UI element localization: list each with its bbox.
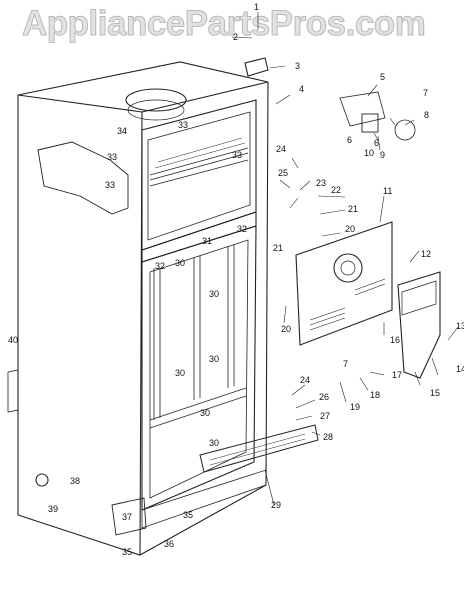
callout-30: 30 [175, 258, 185, 268]
callout-30: 30 [209, 289, 219, 299]
callout-32: 32 [155, 261, 165, 271]
callout-12: 12 [421, 249, 431, 259]
callout-30: 30 [209, 354, 219, 364]
callout-14: 14 [456, 364, 464, 374]
callout-4: 4 [299, 84, 304, 94]
shelf-track-left [153, 268, 161, 420]
shelf-track-center [193, 256, 201, 400]
callout-26: 26 [319, 392, 329, 402]
cabinet-top [17, 61, 269, 113]
callout-30: 30 [200, 408, 210, 418]
callout-16: 16 [390, 335, 400, 345]
fan-motor-bracket [339, 91, 386, 127]
shelf-track-right [227, 244, 235, 388]
callout-32: 32 [237, 224, 247, 234]
callout-29: 29 [271, 500, 281, 510]
callout-21: 21 [273, 243, 283, 253]
freezer-shelf [149, 147, 249, 187]
callout-21: 21 [348, 204, 358, 214]
callout-28: 28 [323, 432, 333, 442]
callout-31: 31 [202, 236, 212, 246]
callout-22: 22 [331, 185, 341, 195]
callout-35: 35 [122, 547, 132, 557]
callout-18: 18 [370, 390, 380, 400]
callout-6: 6 [347, 135, 352, 145]
callout-35: 35 [183, 510, 193, 520]
callout-25: 25 [278, 168, 288, 178]
callout-8: 8 [424, 110, 429, 120]
callout-7: 7 [343, 359, 348, 369]
rear-access-panel [7, 369, 19, 413]
callout-1: 1 [254, 2, 259, 12]
callout-7: 7 [423, 88, 428, 98]
callout-20: 20 [345, 224, 355, 234]
callout-9: 9 [380, 150, 385, 160]
toe-grille [199, 424, 319, 473]
callout-30: 30 [175, 368, 185, 378]
fan-motor [361, 113, 379, 133]
fresh-food-opening [141, 225, 257, 511]
callout-5: 5 [380, 72, 385, 82]
top-insulation [125, 88, 187, 112]
control-housing [397, 271, 441, 379]
fan-opening [333, 253, 363, 283]
callout-37: 37 [122, 512, 132, 522]
callout-36: 36 [164, 539, 174, 549]
callout-30: 30 [209, 438, 219, 448]
callout-13: 13 [456, 321, 464, 331]
callout-19: 19 [350, 402, 360, 412]
callout-24: 24 [300, 375, 310, 385]
callout-33: 33 [107, 152, 117, 162]
cabinet-left-side [17, 95, 143, 556]
evaporator-cover [295, 221, 393, 346]
roller-bracket [111, 497, 147, 536]
cabinet-front-right [139, 81, 269, 556]
callout-27: 27 [320, 411, 330, 421]
top-hinge [244, 57, 269, 77]
callout-40: 40 [8, 335, 18, 345]
side-insulation [37, 141, 129, 215]
callout-10: 10 [364, 148, 374, 158]
callout-11: 11 [383, 186, 392, 196]
callout-24: 24 [276, 144, 286, 154]
base-front [141, 469, 267, 529]
callout-33: 33 [178, 120, 188, 130]
callout-2: 2 [233, 32, 238, 42]
callout-6: 6 [374, 138, 379, 148]
callout-34: 34 [117, 126, 127, 136]
callout-17: 17 [392, 370, 402, 380]
callout-38: 38 [70, 476, 80, 486]
fan-blade [394, 119, 416, 141]
callout-15: 15 [430, 388, 440, 398]
leveling-leg [35, 473, 49, 487]
callout-39: 39 [48, 504, 58, 514]
callout-33: 33 [232, 150, 242, 160]
watermark: AppliancePartsPros.com [21, 4, 426, 44]
callout-3: 3 [295, 61, 300, 71]
callout-23: 23 [316, 178, 326, 188]
divider-mullion [141, 211, 257, 263]
callout-33: 33 [105, 180, 115, 190]
callout-20: 20 [281, 324, 291, 334]
crisper-support [149, 387, 247, 429]
